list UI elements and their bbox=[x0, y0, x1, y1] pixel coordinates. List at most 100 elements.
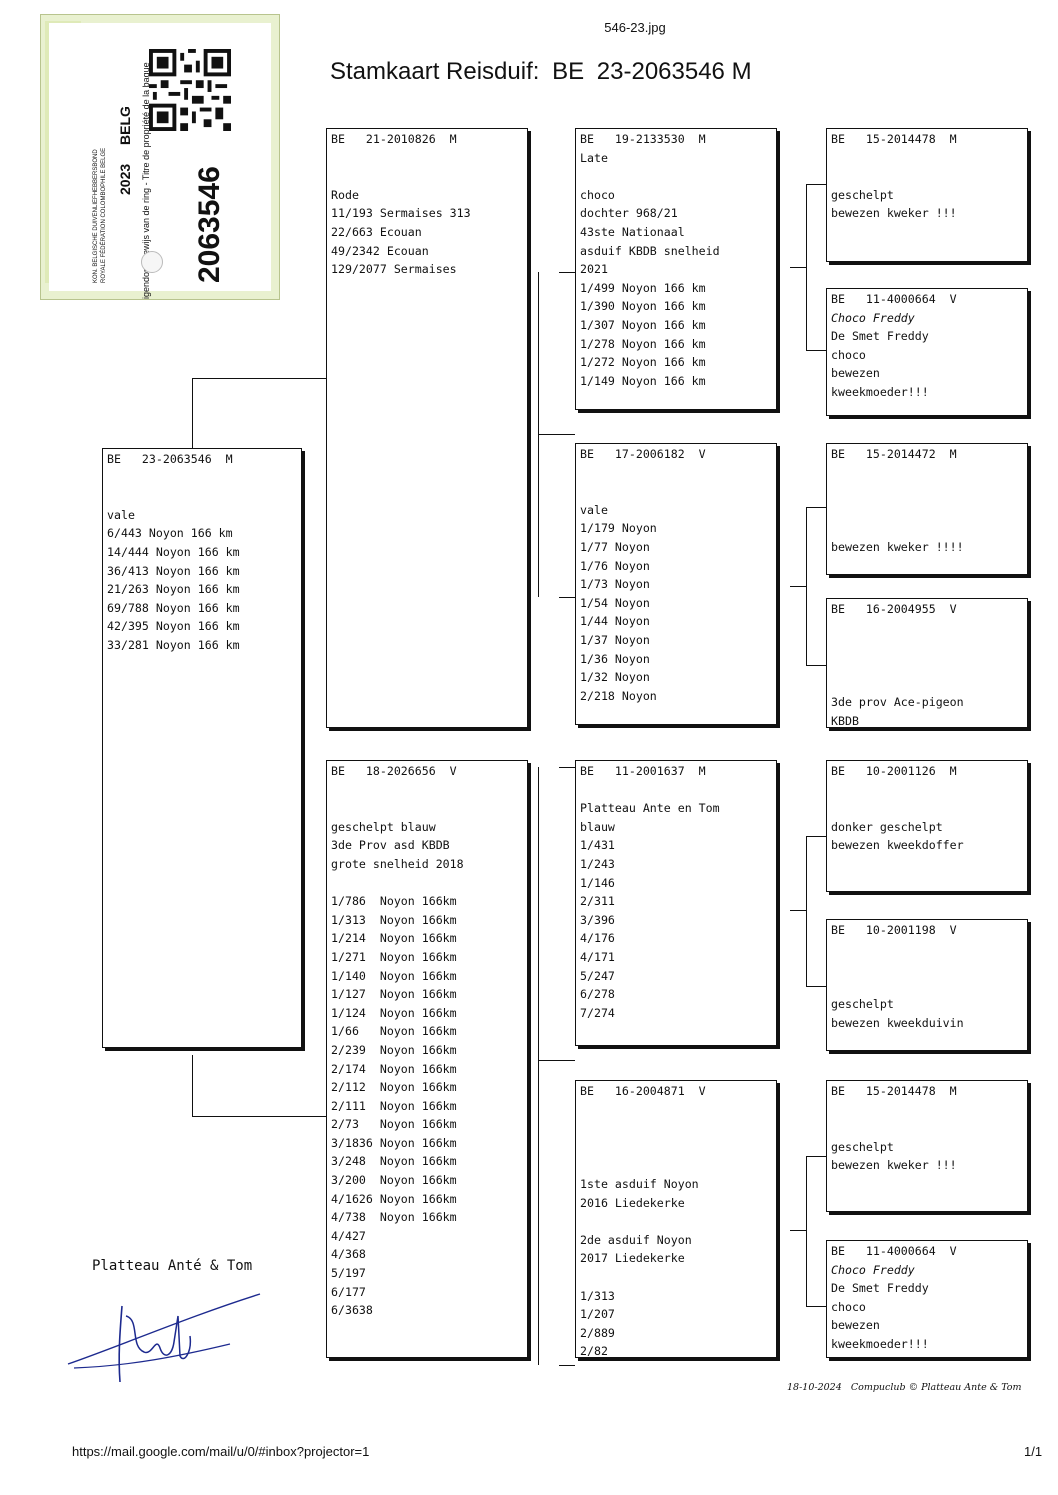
pigeon-info-line: 36/413 Noyon 166 km bbox=[107, 563, 240, 578]
pigeon-info-line: 1/390 Noyon 166 km bbox=[580, 299, 706, 314]
federation-fr: ROYALE FÉDÉRATION COLOMBOPHILE BELGE bbox=[101, 147, 107, 283]
ring-number: 2063546 bbox=[193, 166, 226, 283]
pigeon-info-line: 1/37 Noyon bbox=[580, 632, 650, 647]
ring-number: BE 10-2001126 M bbox=[831, 764, 957, 778]
ring-number: BE 11-2001637 M bbox=[580, 764, 706, 778]
pigeon-info-line: 49/2342 Ecouan bbox=[331, 243, 429, 258]
pigeon-info-line: 2/82 bbox=[580, 1344, 608, 1358]
pigeon-info-line: asduif KBDB snelheid bbox=[580, 243, 720, 258]
ring-number: BE 11-4000664 V bbox=[831, 1244, 957, 1258]
pigeon-info-line: 3de Prov asd KBDB bbox=[331, 838, 450, 853]
pigeon-info-line: 2021 bbox=[580, 262, 608, 277]
pigeon-info-line: 1/214 Noyon 166km bbox=[331, 931, 457, 946]
qr-code-icon bbox=[149, 49, 231, 131]
pigeon-info-line: 6/278 bbox=[580, 987, 615, 1002]
handwritten-signature bbox=[67, 1293, 261, 1383]
pigeon-info-line: donker geschelpt bbox=[831, 819, 943, 834]
pigeon-info-line: bewezen kweker !!! bbox=[831, 1158, 957, 1173]
pigeon-info-line: vale bbox=[580, 502, 608, 517]
pigeon-info-line: 1/146 bbox=[580, 875, 615, 890]
pigeon-info-line: 69/788 Noyon 166 km bbox=[107, 600, 240, 615]
pigeon-info-line: bewezen bbox=[831, 366, 880, 381]
pigeon-info-line: 6/443 Noyon 166 km bbox=[107, 526, 233, 541]
federation-nl: KON. BELGISCHE DUIVENLIEFHEBBERSBOND bbox=[93, 149, 99, 283]
page-url: https://mail.google.com/mail/u/0/#inbox?… bbox=[72, 1444, 370, 1459]
title-ring: 23-2063546 M bbox=[596, 58, 752, 85]
pigeon-info-line: 1/786 Noyon 166km bbox=[331, 894, 457, 909]
pigeon-info-line: 1/307 Noyon 166 km bbox=[580, 317, 706, 332]
ring-number: BE 19-2133530 M bbox=[580, 132, 706, 146]
pigeon-info-line: 1/44 Noyon bbox=[580, 614, 650, 629]
pigeon-info-line: 2017 Liedekerke bbox=[580, 1251, 685, 1266]
pigeon-info-line: 1/179 Noyon bbox=[580, 521, 657, 536]
pigeon-info-line: kweekmoeder!!! bbox=[831, 384, 929, 399]
pigeon-info-line: 14/444 Noyon 166 km bbox=[107, 544, 240, 559]
filename: 546-23.jpg bbox=[604, 20, 666, 35]
ring-number: BE 15-2014478 M bbox=[831, 1084, 957, 1098]
ring-year: 2023 bbox=[117, 163, 133, 195]
pigeon-info-line: 2/218 Noyon bbox=[580, 688, 657, 703]
pigeon-info-line: 1/140 Noyon 166km bbox=[331, 968, 457, 983]
pigeon-info-line: 1/431 bbox=[580, 838, 615, 853]
pigeon-info-line: De Smet Freddy bbox=[831, 329, 929, 344]
pigeon-info-line: geschelpt bbox=[831, 187, 894, 202]
pigeon-info-line: 4/171 bbox=[580, 949, 615, 964]
pigeon-info-line: 2/239 Noyon 166km bbox=[331, 1042, 457, 1057]
breeder-name: Platteau Anté & Tom bbox=[92, 1258, 253, 1274]
pigeon-info-line: 6/177 bbox=[331, 1284, 366, 1299]
print-info: 18-10-2024 Compuclub © Platteau Ante & T… bbox=[787, 1382, 1022, 1393]
pigeon-info-line: 4/176 bbox=[580, 931, 615, 946]
pigeon-info-line: 1/54 Noyon bbox=[580, 595, 650, 610]
pigeon-info-line: 4/738 Noyon 166km bbox=[331, 1210, 457, 1225]
ring-number: BE 11-4000664 V bbox=[831, 292, 957, 306]
pigeon-info-line: Choco Freddy bbox=[831, 310, 915, 325]
pigeon-info-line: geschelpt bbox=[831, 997, 894, 1012]
ring-number: BE 18-2026656 V bbox=[331, 764, 457, 778]
pigeon-card-ffm: BE 11-4000664 V Choco Freddy De Smet Fredd… bbox=[826, 288, 1028, 416]
pigeon-info-line: 1/313 bbox=[580, 1288, 615, 1303]
pigeon-info-line: 2/174 Noyon 166km bbox=[331, 1061, 457, 1076]
title-prefix: Stamkaart Reisduif: bbox=[330, 58, 540, 85]
ring-number: BE 15-2014478 M bbox=[831, 132, 957, 146]
ring-number: BE 21-2010826 M bbox=[331, 132, 457, 146]
pigeon-info-line: grote snelheid 2018 bbox=[331, 856, 464, 871]
pigeon-info-line: 1/313 Noyon 166km bbox=[331, 912, 457, 927]
pigeon-info-line: 1/76 Noyon bbox=[580, 558, 650, 573]
pigeon-info-line: 1/127 Noyon 166km bbox=[331, 987, 457, 1002]
pigeon-info-line: Platteau Ante en Tom bbox=[580, 801, 720, 816]
ring-number: BE 17-2006182 V bbox=[580, 447, 706, 461]
pigeon-info-line: choco bbox=[831, 347, 866, 362]
pigeon-info-line: vale bbox=[107, 507, 135, 522]
pigeon-info-line: 1/32 Noyon bbox=[580, 670, 650, 685]
punch-hole bbox=[141, 251, 163, 273]
ring-number: BE 23-2063546 M bbox=[107, 452, 233, 466]
pigeon-info-line: 5/197 bbox=[331, 1266, 366, 1281]
pigeon-info-line: De Smet Freddy bbox=[831, 1281, 929, 1296]
ring-number: BE 16-2004955 V bbox=[831, 602, 957, 616]
pigeon-info-line: 2/311 bbox=[580, 894, 615, 909]
pigeon-card-mother: BE 18-2026656 V geschelpt blauw 3de Prov a… bbox=[326, 760, 528, 1358]
pigeon-info-line: Rode bbox=[331, 187, 359, 202]
pigeon-info-line: 4/368 bbox=[331, 1247, 366, 1262]
ring-number: BE 15-2014472 M bbox=[831, 447, 957, 461]
pigeon-info-line: 1ste asduif Noyon bbox=[580, 1176, 699, 1191]
pigeon-info-line: 1/499 Noyon 166 km bbox=[580, 280, 706, 295]
pigeon-info-line: 129/2077 Sermaises bbox=[331, 262, 457, 277]
pigeon-info-line: 4/427 bbox=[331, 1228, 366, 1243]
pigeon-info-line: 11/193 Sermaises 313 bbox=[331, 206, 471, 221]
pigeon-info-line: 2/111 Noyon 166km bbox=[331, 1098, 457, 1113]
pigeon-info-line: bewezen kweekduivin bbox=[831, 1015, 964, 1030]
pigeon-info-line: geschelpt blauw bbox=[331, 819, 436, 834]
pigeon-card-subject: BE 23-2063546 M vale 6/443 Noyon 166 km 14/… bbox=[102, 448, 302, 1048]
pigeon-info-line: 1/271 Noyon 166km bbox=[331, 949, 457, 964]
pigeon-info-line: choco bbox=[831, 1299, 866, 1314]
pigeon-info-line: bewezen kweekdoffer bbox=[831, 838, 964, 853]
